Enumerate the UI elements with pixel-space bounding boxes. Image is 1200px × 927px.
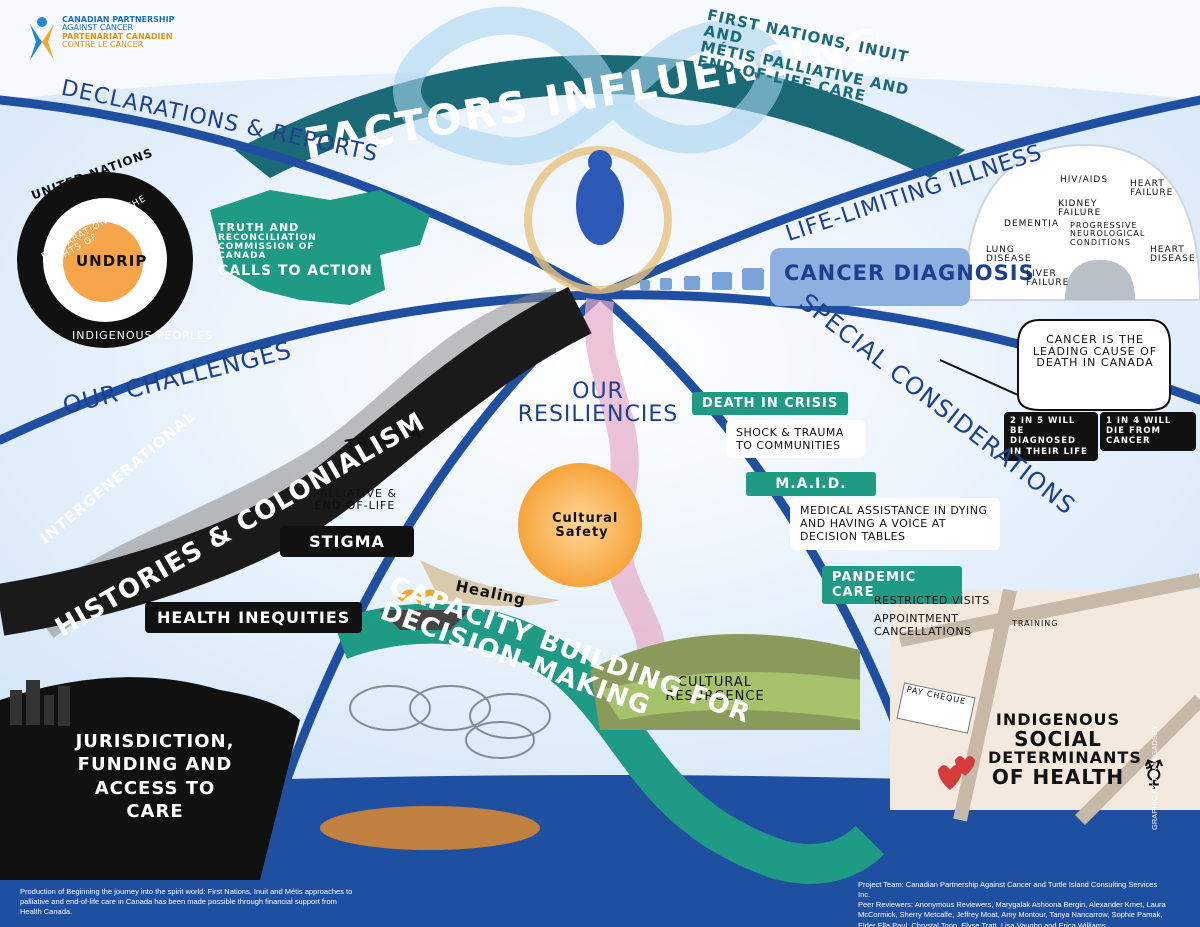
trc-line: Commission of [218,241,315,252]
health-inequities-label: Health Inequities [145,602,363,633]
logo-line: Canadian Partnership [62,15,175,24]
trc-line: Canada [218,251,267,262]
trc-line: Calls to Action [218,262,373,279]
pandemic-item: Appointment cancellations [874,612,972,639]
cultural-resurgence-label: Cultural Resurgence [665,675,765,704]
training-label: Training [1012,619,1059,628]
social-line: Determinants [988,747,1142,767]
social-line: Social [1014,726,1102,751]
maid-label: M.A.I.D. [746,472,876,496]
sun-icon [518,463,642,587]
pandemic-item: Restricted visits [874,594,990,607]
social-line: Indigenous [995,710,1121,729]
trc-line: Truth and [218,221,300,234]
social-line: of Health [991,764,1125,789]
stat-diagnosed: 2 in 5 will be diagnosed in their life [1004,412,1098,461]
death-in-crisis-label: Death in Crisis [692,392,849,415]
reviewers-line: Peer Reviewers: Anonymous Reviewers, Mar… [858,900,1166,927]
cancer-diagnosis-label: Cancer Diagnosis [784,261,1035,285]
jurisdiction-label: Jurisdiction, Funding and Access to Care [75,731,235,823]
igloo-item: Progressive Neurological Conditions [1070,221,1146,247]
logo-line: contre le cancer [62,40,144,50]
igloo-item: Liver Failure [1026,269,1070,289]
trc-line: Reconciliation [218,232,317,243]
stigma-pre-label: Palliative & End-of-Life [312,487,398,512]
igloo-item: Lung Disease [986,245,1032,265]
resiliencies-heading: Our Resiliencies [517,379,679,428]
transgender-symbol-icon: ⚧ [1142,758,1167,791]
death-in-crisis-detail: Shock & trauma to communities [726,420,866,459]
logo-line: Against Cancer [62,23,134,33]
funding-note: Production of Beginning the journey into… [20,887,353,917]
artist-credit: Graphic by Tanya Gadsby [1150,725,1159,830]
project-team-line: Project Team: Canadian Partnership Again… [858,880,1158,900]
project-team: Project Team: Canadian Partnership Again… [858,880,1168,927]
cultural-safety-label: Cultural Safety [552,511,619,540]
cancer-callout: Cancer is the leading cause of death in … [1032,333,1158,370]
igloo-item: Heart Failure [1130,179,1174,199]
trc-label: Truth and Reconciliation Commission of C… [218,222,373,279]
undrip-label: UNDRIP [76,252,148,270]
igloo-item: Heart Disease [1150,245,1196,265]
logo-english: Canadian Partnership Against Cancer Part… [62,15,175,50]
stigma-label: Stigma [280,526,414,557]
logo-line: Partenariat canadien [62,31,173,41]
stat-die: 1 in 4 will die from cancer [1100,412,1196,451]
maid-detail: Medical assistance in dying and having a… [790,498,1000,550]
igloo-item: Kidney Failure [1058,199,1102,219]
igloo-item: Dementia [1004,219,1060,229]
undrip-bottom-text: Indigenous Peoples [72,329,214,342]
igloo-item: HIV/AIDS [1060,175,1109,185]
pandemic-care-label: Pandemic Care [822,566,962,604]
social-determinants-label: Indigenous Social Determinants of Health [988,710,1142,789]
